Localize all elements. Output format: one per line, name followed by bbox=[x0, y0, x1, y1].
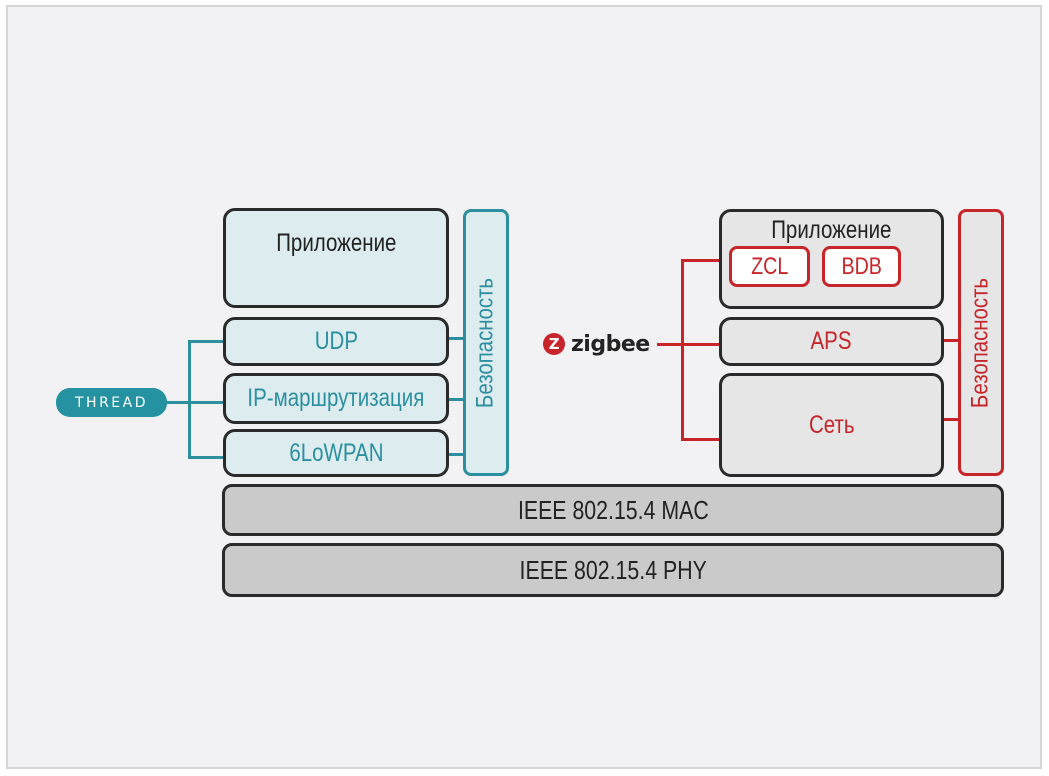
thread-connector-6lowpan bbox=[188, 456, 224, 459]
ieee-phy-layer: IEEE 802.15.4 PHY bbox=[222, 543, 1004, 597]
thread-connector-vertical bbox=[188, 340, 191, 459]
zigbee-security-bar: Безопасность bbox=[958, 209, 1004, 476]
thread-sec-connector-udp bbox=[447, 337, 465, 340]
thread-security-label: Безопасность bbox=[472, 277, 499, 408]
zigbee-security-label: Безопасность bbox=[967, 277, 994, 408]
zigbee-bdb-label: BDB bbox=[841, 252, 882, 280]
zigbee-connector-horizontal bbox=[657, 343, 721, 346]
thread-udp-label: UDP bbox=[314, 327, 358, 355]
zigbee-sec-connector-aps bbox=[942, 339, 960, 342]
ieee-mac-label: IEEE 802.15.4 MAC bbox=[517, 494, 709, 525]
zigbee-logo: zigbee bbox=[543, 330, 650, 358]
thread-ip-routing-layer: IP-маршрутизация bbox=[223, 373, 449, 424]
thread-logo-text: THREAD bbox=[74, 394, 148, 411]
zigbee-logo-text: zigbee bbox=[571, 331, 650, 357]
zigbee-bdb-block: BDB bbox=[822, 246, 901, 287]
thread-ip-routing-label: IP-маршрутизация bbox=[247, 384, 425, 412]
zigbee-application-label: Приложение bbox=[771, 216, 892, 244]
thread-6lowpan-layer: 6LoWPAN bbox=[223, 429, 449, 477]
zigbee-connector-network bbox=[681, 438, 721, 441]
thread-sec-connector-ip bbox=[447, 398, 465, 401]
zigbee-aps-layer: APS bbox=[719, 317, 944, 366]
thread-sec-connector-6lowpan bbox=[447, 453, 465, 456]
zigbee-aps-label: APS bbox=[810, 327, 853, 355]
zigbee-zcl-label: ZCL bbox=[750, 252, 789, 280]
zigbee-network-layer: Сеть bbox=[719, 373, 944, 477]
ieee-phy-label: IEEE 802.15.4 PHY bbox=[519, 554, 707, 585]
ieee-mac-layer: IEEE 802.15.4 MAC bbox=[222, 484, 1004, 536]
zigbee-connector-vertical bbox=[681, 259, 684, 441]
zigbee-zcl-block: ZCL bbox=[729, 246, 810, 287]
thread-application-label: Приложение bbox=[275, 229, 397, 257]
thread-application-layer: Приложение bbox=[223, 208, 449, 308]
thread-connector-udp bbox=[188, 340, 224, 343]
thread-6lowpan-label: 6LoWPAN bbox=[288, 438, 384, 467]
zigbee-network-label: Сеть bbox=[808, 410, 855, 439]
zigbee-connector-app bbox=[681, 259, 721, 262]
thread-logo: THREAD bbox=[56, 388, 167, 417]
zigbee-sec-connector-network bbox=[942, 418, 960, 421]
thread-udp-layer: UDP bbox=[223, 317, 449, 366]
zigbee-logo-icon bbox=[543, 333, 565, 355]
thread-connector-horizontal bbox=[166, 401, 224, 404]
thread-security-bar: Безопасность bbox=[463, 209, 509, 476]
